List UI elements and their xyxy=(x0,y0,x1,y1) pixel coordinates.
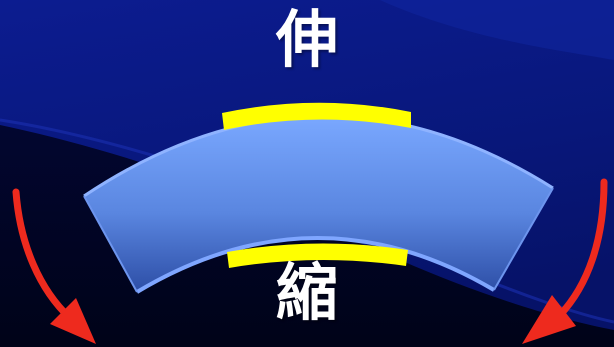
curved-arrow-right-icon xyxy=(522,178,608,344)
strain-gauge-top xyxy=(222,102,411,130)
beam-left-edge xyxy=(83,195,138,293)
compression-label: 縮 xyxy=(275,256,338,329)
curved-arrow-left-icon xyxy=(12,188,96,344)
beam-bottom-edge xyxy=(135,236,496,294)
strain-gauge-bottom xyxy=(227,243,408,268)
curved-beam xyxy=(84,115,553,293)
beam-right-edge xyxy=(493,187,554,291)
background-swoosh-light xyxy=(380,0,614,60)
tension-label: 伸 xyxy=(275,3,338,76)
